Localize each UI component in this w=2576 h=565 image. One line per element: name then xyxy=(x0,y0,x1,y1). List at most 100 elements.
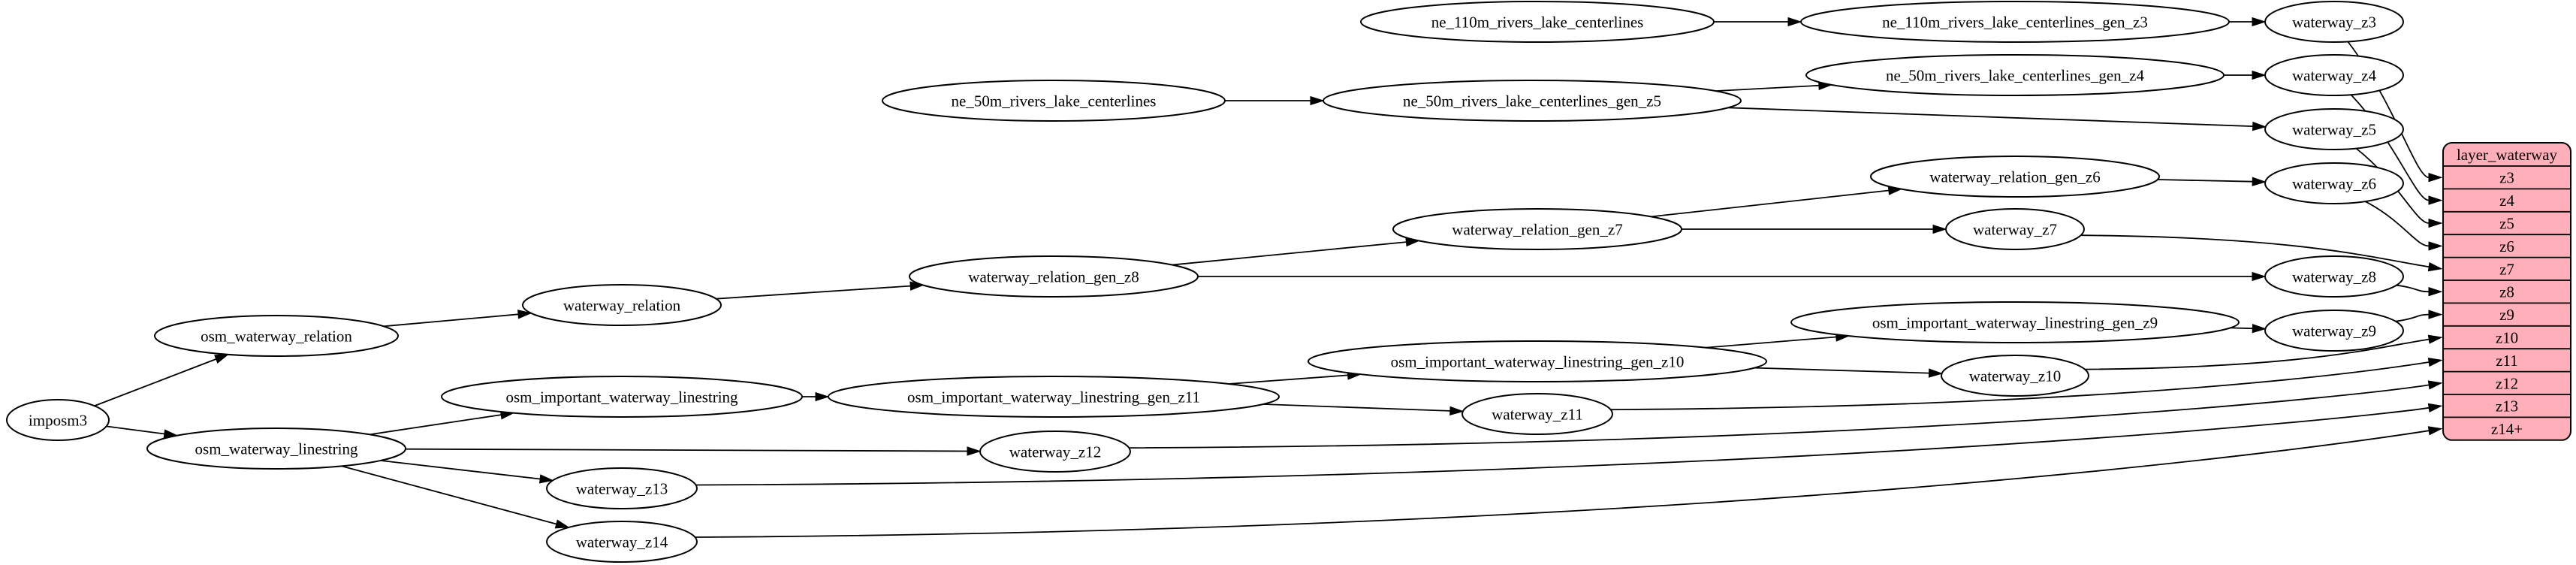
edge-osm_waterway_relation-waterway_relation xyxy=(383,313,519,328)
node-waterway_z12: waterway_z12 xyxy=(979,431,1131,473)
node-ellipse xyxy=(6,399,110,441)
arrowhead xyxy=(2428,241,2443,251)
node-ellipse xyxy=(909,255,1199,298)
node-label: waterway_z5 xyxy=(2292,121,2376,139)
node-ellipse xyxy=(2264,310,2404,352)
arrowhead xyxy=(2428,173,2443,183)
edge-ne_50m_rivers_lake_centerlines_gen_z5-waterway_z5 xyxy=(1727,107,2253,127)
arrowhead xyxy=(214,354,230,364)
table-header: layer_waterway xyxy=(2457,146,2558,164)
table-row-label-z11: z11 xyxy=(2496,352,2518,370)
node-ellipse xyxy=(828,376,1280,418)
table-layer-waterway: layer_waterwayz3z4z5z6z7z8z9z10z11z12z13… xyxy=(2442,142,2571,441)
node-label: waterway_z11 xyxy=(1492,406,1583,424)
node-ellipse xyxy=(1800,1,2230,43)
node-ellipse xyxy=(154,315,399,357)
edge-waterway_z7-layer_waterway_z7 xyxy=(2080,234,2430,268)
table-row-label-z14+: z14+ xyxy=(2491,420,2523,438)
node-waterway_relation_gen_z7: waterway_relation_gen_z7 xyxy=(1392,208,1682,250)
node-waterway_z5: waterway_z5 xyxy=(2264,108,2404,150)
node-ellipse xyxy=(1308,340,1767,382)
arrowhead xyxy=(538,474,554,484)
node-label: waterway_z3 xyxy=(2292,14,2376,32)
arrowhead xyxy=(2252,70,2267,80)
node-ellipse xyxy=(882,80,1226,122)
edge-waterway_z8-layer_waterway_z8 xyxy=(2396,284,2430,293)
node-label: osm_waterway_relation xyxy=(201,328,352,346)
node-ellipse xyxy=(146,428,406,470)
node-label: osm_important_waterway_linestring_gen_z1… xyxy=(907,388,1200,406)
node-ne_50m_rivers_lake_centerlines_gen_z5: ne_50m_rivers_lake_centerlines_gen_z5 xyxy=(1323,80,1742,122)
node-label: waterway_z9 xyxy=(2292,322,2376,340)
node-waterway_z4: waterway_z4 xyxy=(2264,54,2404,96)
edge-waterway_z11-layer_waterway_z11 xyxy=(1610,361,2430,411)
edge-waterway_z12-layer_waterway_z12 xyxy=(1129,384,2430,449)
edge-osm_important_waterway_linestring_gen_z11-osm_important_waterway_linestring_gen_z10 xyxy=(1228,374,1348,385)
node-ellipse xyxy=(1870,156,2160,198)
arrowhead xyxy=(2427,380,2443,390)
node-label: ne_50m_rivers_lake_centerlines_gen_z4 xyxy=(1886,67,2145,85)
node-label: osm_important_waterway_linestring_gen_z1… xyxy=(1391,353,1685,371)
edge-waterway_relation_gen_z6-waterway_z6 xyxy=(2157,179,2253,183)
table-row-label-z5: z5 xyxy=(2499,215,2514,233)
table-row-label-z3: z3 xyxy=(2499,169,2514,187)
edge-waterway_z10-layer_waterway_z10 xyxy=(2085,338,2430,370)
arrowhead xyxy=(2252,271,2267,282)
node-waterway_z9: waterway_z9 xyxy=(2264,310,2404,352)
node-ellipse xyxy=(979,431,1131,473)
node-label: waterway_relation_gen_z7 xyxy=(1452,221,1622,239)
node-ellipse xyxy=(1790,301,2240,343)
node-label: waterway_z12 xyxy=(1009,443,1101,461)
node-ne_110m_rivers_lake_centerlines: ne_110m_rivers_lake_centerlines xyxy=(1360,1,1715,43)
node-label: osm_waterway_linestring xyxy=(195,440,358,458)
node-label: ne_110m_rivers_lake_centerlines_gen_z3 xyxy=(1882,14,2148,32)
edge-osm_important_waterway_linestring_gen_z10-osm_important_waterway_linestring_gen_z9 xyxy=(1706,336,1836,349)
edge-waterway_z6-layer_waterway_z6 xyxy=(2364,201,2430,247)
edge-imposm3-osm_waterway_relation xyxy=(94,358,217,407)
node-ellipse xyxy=(441,376,803,418)
node-ellipse xyxy=(1323,80,1742,122)
edge-waterway_z5-layer_waterway_z5 xyxy=(2355,147,2430,224)
arrowhead xyxy=(2428,218,2443,228)
node-ellipse xyxy=(2264,1,2404,43)
edge-osm_waterway_linestring-waterway_z12 xyxy=(405,448,968,452)
edge-osm_waterway_linestring-osm_important_waterway_linestring xyxy=(370,414,502,436)
node-waterway_z7: waterway_z7 xyxy=(1945,208,2085,250)
node-osm_important_waterway_linestring_gen_z10: osm_important_waterway_linestring_gen_z1… xyxy=(1308,340,1767,382)
node-waterway_relation: waterway_relation xyxy=(522,284,722,326)
arrowhead xyxy=(1787,17,1802,27)
arrowhead xyxy=(2427,426,2443,436)
arrowhead xyxy=(2427,357,2443,367)
table-row-label-z12: z12 xyxy=(2496,374,2518,392)
node-label: waterway_z8 xyxy=(2292,268,2376,286)
edge-waterway_relation_gen_z7-waterway_relation_gen_z6 xyxy=(1651,189,1889,218)
edge-waterway_z14-layer_waterway_z14+ xyxy=(695,430,2430,538)
table-row-label-z10: z10 xyxy=(2496,329,2518,347)
node-ellipse xyxy=(1945,208,2085,250)
arrowhead xyxy=(2428,195,2443,205)
node-label: ne_50m_rivers_lake_centerlines_gen_z5 xyxy=(1403,92,1661,110)
node-imposm3: imposm3 xyxy=(6,399,110,441)
table-row-label-z8: z8 xyxy=(2499,283,2514,301)
node-label: ne_110m_rivers_lake_centerlines xyxy=(1431,14,1644,32)
node-label: waterway_z6 xyxy=(2292,175,2376,193)
arrowhead xyxy=(2252,17,2267,27)
node-label: waterway_z7 xyxy=(1973,221,2057,239)
table-row-label-z9: z9 xyxy=(2499,306,2514,324)
node-label: waterway_relation xyxy=(563,297,681,315)
node-ellipse xyxy=(1941,355,2089,397)
node-ellipse xyxy=(1360,1,1715,43)
arrowhead xyxy=(1310,95,1325,106)
table-row-label-z7: z7 xyxy=(2499,260,2514,278)
edge-waterway_relation_gen_z8-waterway_relation_gen_z7 xyxy=(1172,241,1407,266)
node-label: waterway_z4 xyxy=(2292,67,2376,85)
edge-imposm3-osm_waterway_linestring xyxy=(106,425,165,435)
node-waterway_z8: waterway_z8 xyxy=(2264,255,2404,298)
node-osm_important_waterway_linestring: osm_important_waterway_linestring xyxy=(441,376,803,418)
edge-waterway_z13-layer_waterway_z13 xyxy=(695,406,2430,486)
node-osm_waterway_relation: osm_waterway_relation xyxy=(154,315,399,357)
edges-layer xyxy=(94,17,2443,538)
arrowhead xyxy=(2427,403,2443,412)
